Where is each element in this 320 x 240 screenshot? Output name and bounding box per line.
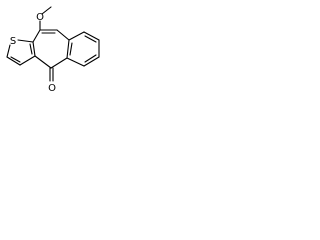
- methoxy-oxygen-label: O: [36, 12, 44, 23]
- bond-b6-b5-inner: [84, 35, 97, 43]
- sulfur-label: S: [10, 36, 16, 47]
- bond-s-c2: [6, 44, 11, 58]
- bond-thio-fused: [32, 41, 36, 57]
- bond-b4-b3: [83, 56, 100, 67]
- bond-c9-benz: [56, 29, 70, 41]
- bond-thio-carbonyl: [34, 55, 52, 69]
- bond-carbonyl-benz: [50, 57, 68, 69]
- bond-b1-b6: [68, 31, 85, 41]
- bond-thio-s: [17, 39, 34, 43]
- bond-c3-fused: [19, 55, 36, 66]
- bond-b1-b2-inner: [69, 42, 73, 56]
- bond-b4-b3-inner: [84, 54, 97, 63]
- bond-methyl-o: [41, 6, 52, 15]
- bond-b3-b2: [66, 57, 85, 67]
- bond-b1-b2: [66, 39, 70, 59]
- bond-b6-b5: [83, 31, 100, 41]
- molecule-structure: S O O: [6, 6, 100, 94]
- bond-c2-c3-inner: [10, 56, 21, 63]
- bond-fused-double: [29, 43, 33, 55]
- carbonyl-oxygen-label: O: [48, 83, 56, 94]
- bond-c2-c3: [6, 56, 21, 66]
- bond-c8-thio: [32, 29, 41, 43]
